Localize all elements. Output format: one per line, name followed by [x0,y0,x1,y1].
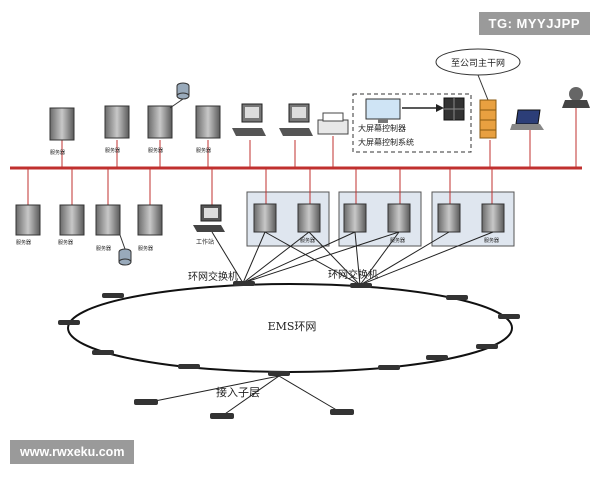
ring-name-label: EMS环网 [268,320,317,333]
ring-switch-left-label: 环网交换机 [188,270,238,283]
printer-icon [317,112,349,135]
ring-nodes [58,281,520,376]
top-server-3 [147,105,173,139]
database-icon-top [169,82,190,109]
row2-server-4 [137,204,163,236]
ring-switch-right-label: 环网交换机 [328,268,378,281]
firewall-icon [479,99,497,139]
workstation-icon-row2 [193,204,225,232]
row2-server-3 [95,204,121,236]
server-label: 服务器 [196,147,211,154]
display-controller-label: 大屏幕控制器 [358,123,406,133]
box3-server-2 [481,203,505,233]
box2-server-2 [387,203,411,233]
access-nodes [134,399,354,419]
workstation-icon-2 [279,103,313,136]
ems-ring [67,283,513,373]
server-label: 服务器 [390,237,405,244]
server-label: 服务器 [16,239,31,246]
display-system-label: 大屏幕控制系统 [358,137,414,147]
top-server-4 [195,105,221,139]
laptop-icon [510,109,544,130]
row2-server-2 [59,204,85,236]
backbone-label: 至公司主干网 [451,57,505,69]
watermark-top-right: TG: MYYJJPP [478,12,590,35]
box2-server-1 [343,203,367,233]
server-label: 服务器 [58,239,73,246]
box1-server-2 [297,203,321,233]
video-wall-screen [443,97,465,121]
remote-user-icon [562,87,590,108]
workstation-label: 工作站 [196,238,214,246]
server-label: 服务器 [300,237,315,244]
workstation-icon-1 [232,103,266,136]
display-control-box [352,93,472,153]
server-label: 服务器 [50,149,65,156]
database-icon-bottom [118,234,132,266]
server-label: 服务器 [96,245,111,252]
row2-server-1 [15,204,41,236]
server-label: 服务器 [484,237,499,244]
server-label: 服务器 [148,147,163,154]
watermark-bottom-left: www.rwxeku.com [10,440,135,464]
top-server-1 [49,107,75,141]
top-server-2 [104,105,130,139]
display-controller-monitor [365,98,401,123]
server-label: 服务器 [138,245,153,252]
access-layer-label: 接入子层 [216,386,260,399]
box3-server-1 [437,203,461,233]
box1-server-1 [253,203,277,233]
server-label: 服务器 [105,147,120,154]
